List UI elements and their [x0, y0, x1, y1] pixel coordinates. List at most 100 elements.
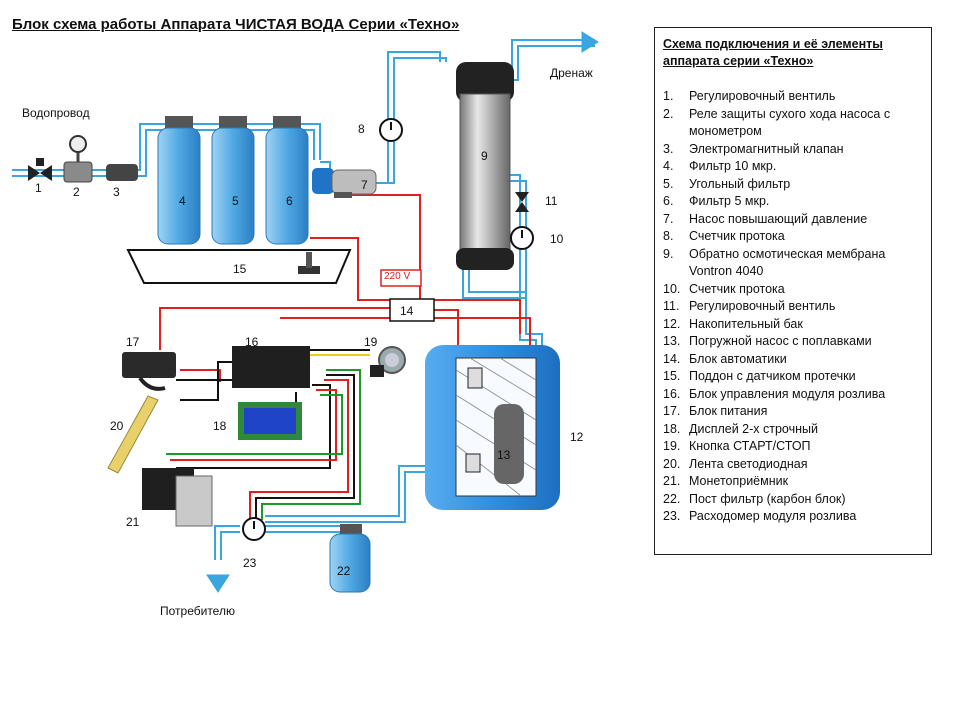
marker-5: 5 [232, 194, 239, 208]
solenoid-valve-3 [106, 164, 138, 181]
dispensing-control-unit-16 [232, 346, 310, 388]
legend-item-text: Пост фильтр (карбон блок) [689, 491, 846, 506]
marker-6: 6 [286, 194, 293, 208]
marker-22: 22 [337, 564, 351, 578]
legend-item: 21. Монетоприёмник [663, 473, 923, 491]
legend-item: 6. Фильтр 5 мкр. [663, 193, 923, 211]
marker-16: 16 [245, 335, 259, 349]
automation-block-14 [389, 298, 435, 322]
marker-14: 14 [400, 304, 414, 318]
marker-18: 18 [213, 419, 227, 433]
legend-item: 8. Счетчик протока [663, 228, 923, 246]
legend-item-number: 19. [663, 439, 681, 453]
legend-item: 20. Лента светодиодная [663, 456, 923, 474]
marker-11: 11 [545, 194, 558, 208]
legend-item: 15. Поддон с датчиком протечки [663, 368, 923, 386]
legend-item-number: 22. [663, 491, 681, 506]
legend-item-text: Кнопка СТАРТ/СТОП [689, 439, 811, 453]
legend-item-text: Лента светодиодная [689, 456, 808, 471]
legend-item-text: Монетоприёмник [689, 474, 789, 488]
legend-item-number: 20. [663, 456, 681, 471]
legend-item: 14. Блок автоматики [663, 351, 923, 369]
legend-item-text: Блок автоматики [689, 351, 787, 366]
legend-item: 1.Регулировочный вентиль [663, 88, 923, 106]
legend-item: 19. Кнопка СТАРТ/СТОП [663, 438, 923, 456]
legend-item: 5. Угольный фильтр [663, 176, 923, 194]
valve-1 [28, 158, 52, 181]
marker-21: 21 [126, 515, 140, 529]
marker-1: 1 [35, 181, 42, 195]
label-drainage: Дренаж [550, 66, 593, 80]
post-filter-22 [329, 524, 371, 593]
legend-item: 9.Обратно осмотическая мембрана Vontron … [663, 246, 923, 281]
flow-arrows [206, 31, 599, 593]
marker-8: 8 [358, 122, 365, 136]
marker-19: 19 [364, 335, 378, 349]
legend-item-text: Регулировочный вентиль [689, 299, 836, 313]
legend-item-text: Насос повышающий давление [689, 211, 868, 226]
legend-item: 13.Погружной насос с поплавками [663, 333, 923, 351]
legend-item: 2. Реле защиты сухого хода насоса с моном… [663, 106, 923, 141]
legend-item-number: 12. [663, 316, 681, 331]
legend-item-text: Счетчик протока [689, 281, 785, 296]
legend-item-number: 5. [663, 176, 674, 191]
legend-item-number: 15. [663, 369, 681, 383]
legend-item-number: 11. [663, 299, 680, 313]
marker-15: 15 [233, 262, 247, 276]
legend-item-number: 14. [663, 351, 681, 366]
legend-item-number: 10. [663, 281, 681, 296]
legend-panel: Схема подключения и её элементы аппарата… [654, 27, 932, 555]
legend-item: 4. Фильтр 10 мкр. [663, 158, 923, 176]
legend-item: 11. Регулировочный вентиль [663, 298, 923, 316]
pressure-relay-2 [63, 135, 93, 183]
marker-3: 3 [113, 185, 120, 199]
voltage-box [380, 269, 422, 287]
flow-meter-23 [242, 517, 266, 541]
legend-item-text: Блок питания [689, 404, 768, 418]
legend-item-number: 16. [663, 386, 681, 401]
legend-item-number: 21. [663, 474, 681, 488]
legend-item-number: 8. [663, 229, 674, 243]
legend-item-number: 7. [663, 211, 674, 226]
start-stop-button-19 [370, 346, 406, 377]
legend-item-number: 17. [663, 404, 681, 418]
legend-item-text: Реле защиты сухого хода насоса с мономет… [689, 106, 891, 139]
filter-4 [157, 116, 201, 245]
legend-item-number: 6. [663, 194, 674, 208]
lcd-display-18 [238, 402, 302, 440]
power-supply-17 [122, 352, 176, 391]
leak-tray-15 [126, 249, 352, 284]
legend-item-text: Электромагнитный клапан [689, 141, 844, 156]
legend-item: 17. Блок питания [663, 403, 923, 421]
legend-title: Схема подключения и её элементы аппарата… [663, 36, 923, 70]
filter-6 [265, 116, 309, 245]
ro-membrane-9 [456, 62, 514, 270]
legend-item-text: Поддон с датчиком протечки [689, 369, 856, 383]
legend-item-text: Регулировочный вентиль [689, 89, 836, 103]
legend-item-number: 4. [663, 159, 674, 173]
flow-counter-8 [379, 118, 403, 142]
legend-item-text: Фильтр 10 мкр. [689, 159, 777, 173]
legend-item: 10. Счетчик протока [663, 281, 923, 299]
legend-item-text: Накопительный бак [689, 316, 803, 331]
legend-item: 12. Накопительный бак [663, 316, 923, 334]
marker-9: 9 [481, 149, 488, 163]
legend-item-text: Угольный фильтр [689, 176, 791, 191]
coin-acceptor-21 [142, 468, 213, 527]
legend-item-number: 2. [663, 106, 674, 121]
filter-5 [211, 116, 255, 245]
legend-item-number: 18. [663, 421, 681, 436]
legend-item: 7. Насос повышающий давление [663, 211, 923, 229]
marker-10: 10 [550, 232, 564, 246]
legend-item-text: Расходомер модуля розлива [689, 509, 857, 523]
legend-item-text: Фильтр 5 мкр. [689, 194, 770, 208]
label-to-consumer: Потребителю [160, 604, 235, 618]
legend-item-text: Счетчик протока [689, 229, 785, 243]
marker-17: 17 [126, 335, 140, 349]
marker-13: 13 [497, 448, 511, 462]
storage-tank-12 [425, 345, 560, 510]
legend-item-text: Дисплей 2-х строчный [689, 421, 818, 436]
booster-pump-7 [312, 168, 377, 198]
